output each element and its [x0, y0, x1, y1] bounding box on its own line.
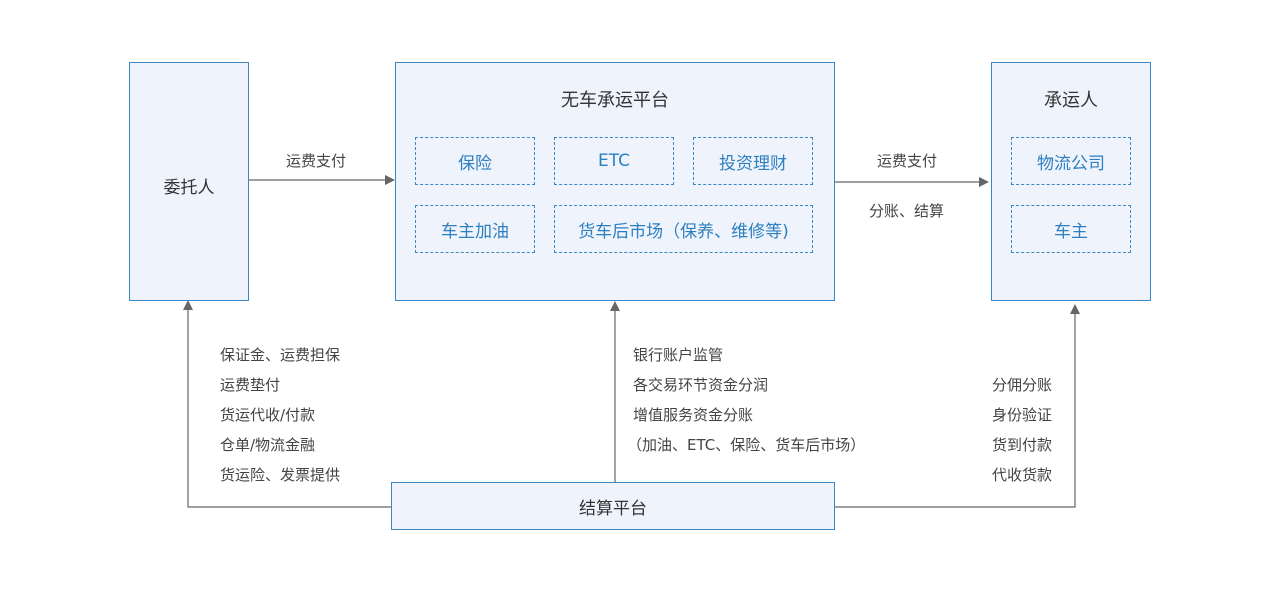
- carrier-box: 承运人: [991, 62, 1151, 301]
- note-item: 货运代收/付款: [220, 406, 316, 424]
- note-item: 代收货款: [992, 466, 1053, 484]
- note-item: 银行账户监管: [633, 346, 724, 364]
- platform-box: 无车承运平台: [395, 62, 835, 301]
- settlement-box: 结算平台: [391, 482, 835, 530]
- note-item: 保证金、运费担保: [220, 346, 341, 364]
- edge-label-freight-payment-right: 运费支付: [877, 152, 938, 170]
- platform-title: 无车承运平台: [561, 90, 669, 111]
- note-item: 运费垫付: [220, 376, 281, 394]
- consignor-notes: 保证金、运费担保 运费垫付 货运代收/付款 仓单/物流金融 货运险、发票提供: [220, 340, 340, 490]
- settlement-label: 结算平台: [579, 498, 647, 519]
- note-item: 增值服务资金分账: [633, 406, 754, 424]
- note-item: 分佣分账: [992, 376, 1053, 394]
- service-aftermarket: 货车后市场（保养、维修等): [554, 205, 813, 253]
- note-item: 身份验证: [992, 406, 1053, 424]
- note-item: 货运险、发票提供: [220, 466, 341, 484]
- service-fuel: 车主加油: [415, 205, 535, 253]
- note-item: （加油、ETC、保险、货车后市场）: [627, 436, 866, 454]
- arrow-settlement-to-carrier: [835, 304, 1080, 508]
- note-item: 货到付款: [992, 436, 1053, 454]
- carrier-logistics-company: 物流公司: [1011, 137, 1131, 185]
- carrier-title: 承运人: [1044, 90, 1098, 111]
- carrier-vehicle-owner: 车主: [1011, 205, 1131, 253]
- service-etc: ETC: [554, 137, 674, 185]
- edge-label-freight-payment-left: 运费支付: [286, 152, 347, 170]
- consignor-label: 委托人: [163, 178, 215, 198]
- service-investment: 投资理财: [693, 137, 813, 185]
- service-insurance: 保险: [415, 137, 535, 185]
- note-item: 仓单/物流金融: [220, 436, 316, 454]
- platform-notes: 银行账户监管 各交易环节资金分润 增值服务资金分账 （加油、ETC、保险、货车后…: [627, 340, 865, 460]
- arrow-settlement-to-consignor: [183, 300, 391, 508]
- edge-label-split-settlement: 分账、结算: [869, 202, 945, 220]
- carrier-notes: 分佣分账 身份验证 货到付款 代收货款: [992, 370, 1052, 490]
- note-item: 各交易环节资金分润: [633, 376, 769, 394]
- consignor-box: 委托人: [129, 62, 249, 301]
